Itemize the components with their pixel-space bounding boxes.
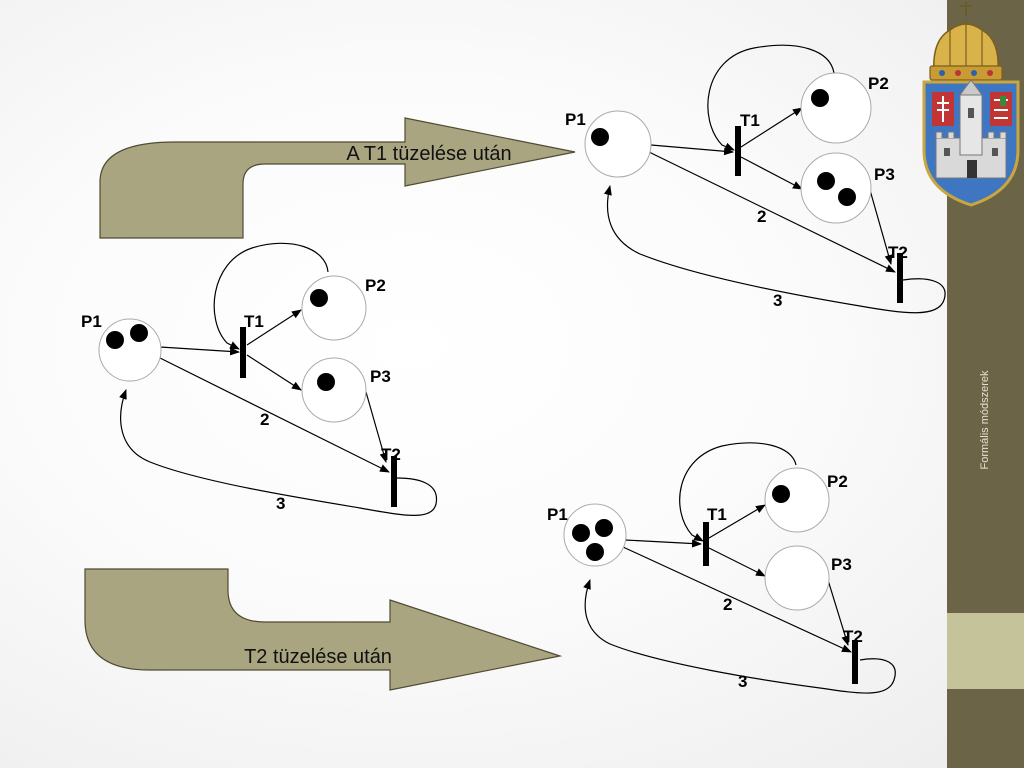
label-t1: T1 — [740, 111, 760, 130]
arc-t2-p1 — [119, 389, 438, 516]
petri-net-initial: P1 P2 P3 T1 T2 2 3 — [81, 242, 438, 516]
coat-of-arms-icon — [922, 2, 1020, 207]
arrow-label-bottom: T2 tüzelése után — [244, 646, 392, 668]
place-p3 — [764, 545, 830, 611]
arc-p1-t1 — [650, 144, 734, 156]
transition-t1 — [240, 327, 246, 378]
place-p2 — [301, 275, 367, 341]
arc-p1-t2 — [648, 151, 896, 273]
token — [591, 128, 609, 146]
transition-arrow-top: A T1 tüzelése után — [99, 117, 576, 239]
label-p2: P2 — [365, 276, 386, 295]
arc-t1-p2 — [246, 309, 302, 346]
label-t1: T1 — [707, 505, 727, 524]
sidebar-accent-band — [947, 613, 1024, 689]
place-p1 — [584, 110, 652, 178]
label-p2: P2 — [827, 472, 848, 491]
place-p1 — [98, 318, 162, 382]
label-p3: P3 — [874, 165, 895, 184]
arc-t1-p2 — [740, 107, 803, 148]
token — [130, 324, 148, 342]
label-p1: P1 — [547, 505, 568, 524]
token — [317, 373, 335, 391]
transition-arrow-bottom: T2 tüzelése után — [84, 568, 563, 691]
arc-p2-loop — [679, 442, 797, 542]
place-p2 — [800, 72, 872, 144]
token — [772, 485, 790, 503]
place-p2 — [764, 467, 830, 533]
token — [106, 331, 124, 349]
arc-t1-p3 — [708, 547, 766, 577]
label-weight-3: 3 — [276, 494, 285, 513]
place-p3 — [301, 357, 367, 423]
arc-p3-t2 — [827, 579, 850, 646]
arc-t2-p1 — [604, 185, 946, 314]
arrow-label-top: A T1 tüzelése után — [346, 143, 511, 165]
label-p3: P3 — [831, 555, 852, 574]
place-p3 — [800, 152, 872, 224]
transition-t2 — [897, 253, 903, 303]
arc-p3-t2 — [365, 391, 388, 463]
petri-net-after-t2: P1 P2 P3 T1 T2 2 3 — [547, 442, 896, 694]
arc-p1-t2 — [157, 356, 390, 473]
label-p1: P1 — [81, 312, 102, 331]
token — [572, 524, 590, 542]
label-p2: P2 — [868, 74, 889, 93]
token — [310, 289, 328, 307]
label-p1: P1 — [565, 110, 586, 129]
arc-p2-loop — [707, 44, 835, 151]
token — [817, 172, 835, 190]
label-t2: T2 — [381, 445, 401, 464]
token — [595, 519, 613, 537]
arc-p2-loop — [213, 242, 329, 350]
arc-p1-t1 — [159, 346, 240, 356]
label-weight-2: 2 — [723, 595, 732, 614]
petri-net-after-t1: P1 P2 P3 T1 T2 2 3 — [565, 44, 946, 314]
label-weight-3: 3 — [738, 672, 747, 691]
arc-t1-p2 — [708, 504, 766, 539]
token — [811, 89, 829, 107]
arc-t1-p3 — [740, 156, 803, 190]
arc-p1-t1 — [624, 539, 702, 548]
label-t1: T1 — [244, 312, 264, 331]
label-t2: T2 — [843, 627, 863, 646]
token — [586, 543, 604, 561]
label-t2: T2 — [888, 243, 908, 262]
transition-t1 — [703, 522, 709, 566]
transition-t2 — [391, 456, 397, 507]
arc-p3-t2 — [869, 189, 893, 265]
token — [838, 188, 856, 206]
arc-p1-t2 — [622, 546, 852, 653]
label-p3: P3 — [370, 367, 391, 386]
label-weight-3: 3 — [773, 291, 782, 310]
arc-t1-p3 — [246, 354, 302, 391]
label-weight-2: 2 — [757, 207, 766, 226]
transition-t1 — [735, 126, 741, 176]
label-weight-2: 2 — [260, 410, 269, 429]
place-p1 — [563, 503, 627, 567]
arc-t2-p1 — [583, 579, 896, 694]
transition-t2 — [852, 640, 858, 684]
